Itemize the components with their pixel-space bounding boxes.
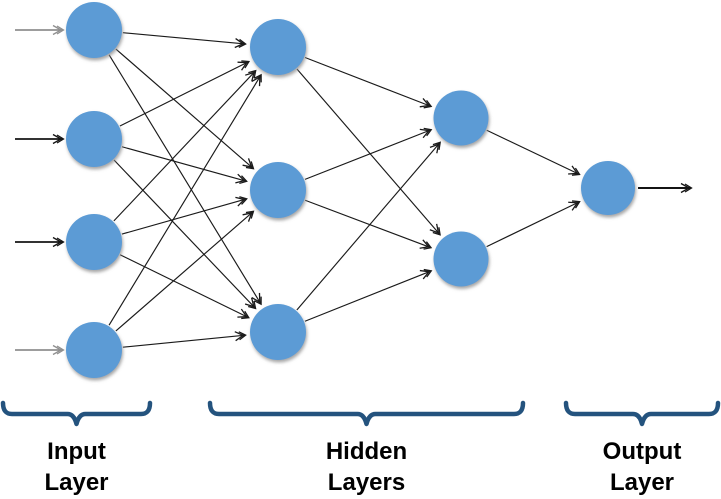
connection-arrow bbox=[113, 159, 257, 310]
input-node-2 bbox=[66, 111, 122, 167]
connections-group bbox=[15, 24, 693, 356]
connection-arrow bbox=[115, 48, 255, 170]
hidden-1-node-1 bbox=[250, 19, 306, 75]
connection-arrow bbox=[486, 129, 581, 176]
hidden-layers-label-line2: Layers bbox=[327, 469, 406, 496]
hidden-2-node-2 bbox=[433, 231, 489, 287]
output-layer-label: Output Layer bbox=[603, 436, 682, 498]
connection-arrow bbox=[122, 331, 247, 348]
hidden-1-node-2 bbox=[250, 162, 306, 218]
hidden-brace bbox=[207, 400, 526, 427]
connection-arrow bbox=[108, 54, 262, 306]
output-node-1 bbox=[581, 161, 635, 215]
output-brace bbox=[563, 400, 721, 427]
connection-arrow bbox=[304, 56, 433, 109]
connection-arrow bbox=[296, 68, 441, 236]
connection-arrow bbox=[304, 199, 433, 250]
input-layer-label: Input Layer bbox=[44, 436, 108, 498]
input-layer-label-line1: Input bbox=[47, 438, 106, 465]
connection-arrow bbox=[304, 127, 433, 180]
connection-arrow bbox=[115, 210, 255, 332]
connection-arrow bbox=[121, 196, 248, 235]
connection-arrow bbox=[121, 146, 248, 185]
braces-group bbox=[0, 400, 721, 427]
connection-arrow bbox=[304, 268, 433, 322]
input-node-3 bbox=[66, 214, 122, 270]
connection-arrow bbox=[119, 254, 250, 320]
connection-arrow bbox=[113, 69, 257, 222]
nodes-group bbox=[66, 2, 635, 378]
output-layer-label-line2: Layer bbox=[609, 469, 675, 496]
input-layer-label-line2: Layer bbox=[44, 469, 109, 496]
connection-arrow bbox=[486, 200, 581, 248]
hidden-layers-label-line1: Hidden bbox=[325, 438, 408, 465]
input-brace bbox=[0, 400, 153, 427]
input-node-1 bbox=[66, 2, 122, 58]
connection-arrow bbox=[119, 60, 251, 127]
hidden-layers-label: Hidden Layers bbox=[326, 436, 407, 498]
hidden-1-node-3 bbox=[250, 304, 306, 360]
hidden-2-node-1 bbox=[433, 90, 489, 146]
connection-arrow bbox=[296, 141, 442, 311]
output-layer-label-line1: Output bbox=[602, 438, 682, 465]
connection-arrow bbox=[122, 32, 247, 49]
input-node-4 bbox=[66, 322, 122, 378]
connection-arrow bbox=[108, 73, 262, 326]
